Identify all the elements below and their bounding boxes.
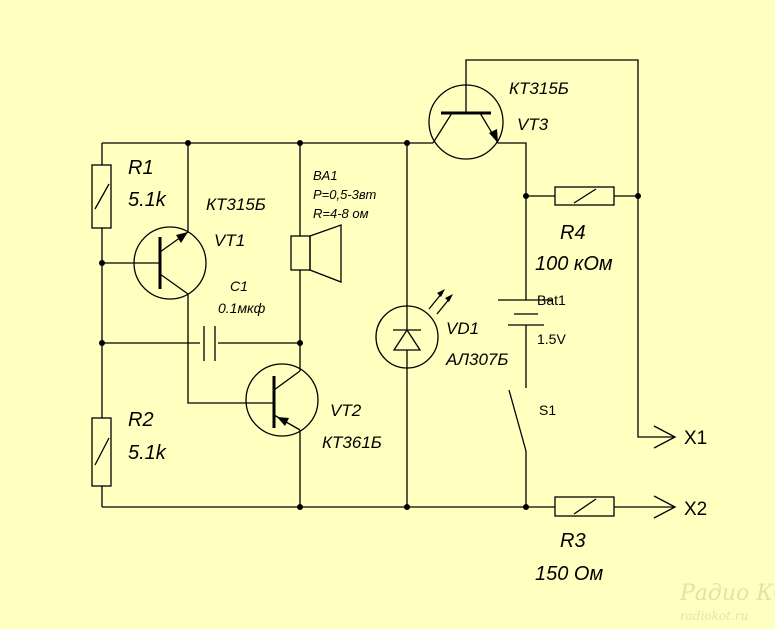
junction-dot — [523, 504, 529, 510]
watermark-logo: Радио КОТ — [679, 581, 775, 606]
r3-value-label: 150 Ом — [535, 563, 603, 585]
ba1-resistance-label: R=4-8 ом — [313, 206, 369, 221]
ba1-ref-label: BA1 — [313, 168, 338, 183]
switch-s1 — [508, 389, 527, 452]
battery-bat1 — [498, 299, 553, 343]
r1-value-label: 5.1k — [128, 189, 167, 211]
r2-ref-label: R2 — [128, 409, 154, 431]
junction-dot — [99, 340, 105, 346]
vt2-ref-label: VT2 — [330, 401, 362, 420]
terminal-x2-arrow — [653, 495, 677, 519]
junction-dot — [297, 340, 303, 346]
junction-dot — [635, 193, 641, 199]
bat1-ref-label: Bat1 — [537, 292, 566, 308]
s1-ref-label: S1 — [539, 402, 556, 418]
transistor-vt2 — [245, 363, 319, 437]
vt3-emitter-wire — [498, 142, 527, 300]
vt3-type-label: КТ315Б — [509, 79, 569, 98]
x2-terminal-label: X2 — [684, 499, 707, 520]
bat1-voltage-label: 1.5V — [537, 331, 566, 347]
transistor-vt1 — [133, 226, 207, 300]
vd1-ref-label: VD1 — [446, 319, 479, 338]
junction-dot — [523, 193, 529, 199]
junction-dot — [297, 140, 303, 146]
resistor-r4 — [554, 186, 615, 206]
vt3-collector-wire — [465, 59, 675, 438]
vd1-type-label: АЛ307Б — [445, 350, 508, 369]
resistor-r2 — [91, 417, 112, 487]
c1-value-label: 0.1мкф — [218, 300, 266, 316]
r2-value-label: 5.1k — [128, 442, 167, 464]
vt1-ref-label: VT1 — [214, 231, 245, 250]
capacitor-c1 — [203, 326, 216, 361]
junction-dot — [99, 260, 105, 266]
vt1-collector-wire — [187, 294, 248, 404]
resistor-r1 — [91, 164, 112, 229]
vt1-type-label: КТ315Б — [206, 195, 266, 214]
r1-ref-label: R1 — [128, 157, 154, 179]
r4-ref-label: R4 — [560, 222, 586, 244]
led-vd1 — [375, 289, 453, 369]
vt2-type-label: КТ361Б — [322, 433, 382, 452]
junction-dot — [404, 504, 410, 510]
terminal-x1-arrow — [653, 425, 677, 449]
ba1-power-label: Р=0,5-3вт — [313, 187, 377, 202]
transistor-vt3 — [428, 84, 504, 160]
resistor-r3 — [554, 496, 615, 517]
c1-ref-label: C1 — [230, 278, 248, 294]
vt3-ref-label: VT3 — [517, 115, 549, 134]
wires — [101, 59, 675, 508]
watermark-site: radiokot.ru — [680, 609, 748, 623]
junction-dot — [297, 504, 303, 510]
junction-dot — [404, 140, 410, 146]
r3-ref-label: R3 — [560, 530, 586, 552]
junction-dot — [185, 140, 191, 146]
r4-value-label: 100 кОм — [535, 253, 613, 275]
speaker-ba1 — [290, 224, 342, 283]
junction-dots — [99, 140, 641, 510]
x1-terminal-label: X1 — [684, 428, 707, 449]
